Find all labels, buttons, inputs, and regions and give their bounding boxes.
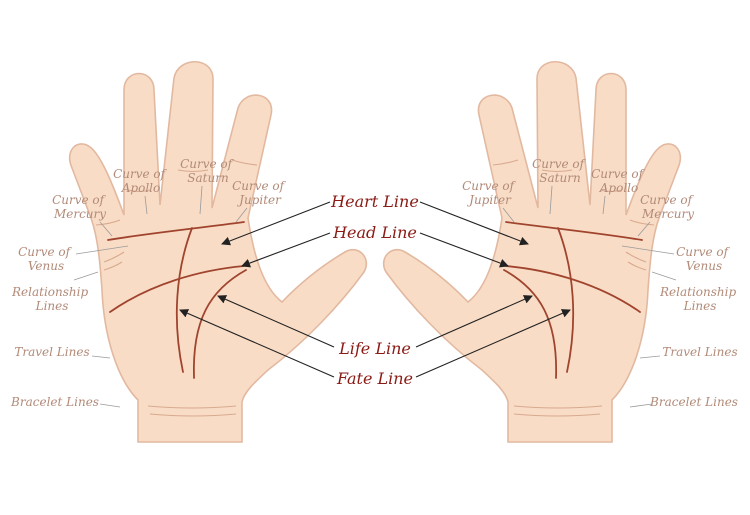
left-palm-lines xyxy=(107,221,247,379)
heart-line-arrow-left xyxy=(221,201,331,246)
left-relationship-lines-label: Relationship Lines xyxy=(11,285,92,313)
right-life-line xyxy=(503,269,557,379)
main-labels: Heart Line Head Line Life Line Fate Line xyxy=(330,192,419,388)
head-line-label: Head Line xyxy=(332,223,417,242)
left-bracelet-lines-label: Bracelet Lines xyxy=(10,395,99,409)
left-heart-line xyxy=(107,221,245,241)
life-line-arrow-left xyxy=(217,295,335,348)
left-finger-creases xyxy=(95,159,258,417)
pointer-arrows xyxy=(179,201,571,378)
left-hand-outline xyxy=(68,60,368,443)
head-line-arrow-left xyxy=(241,232,331,268)
right-minor-labels: Curve of Jupiter Curve of Saturn Curve o… xyxy=(462,157,740,409)
left-hand xyxy=(68,60,368,443)
right-heart-line xyxy=(505,221,643,241)
right-hand xyxy=(382,60,682,443)
right-curve-venus-label: Curve of Venus xyxy=(676,245,732,273)
right-head-line xyxy=(505,265,641,313)
heart-line-label: Heart Line xyxy=(330,192,419,211)
right-finger-creases xyxy=(492,159,655,417)
right-fate-line xyxy=(557,227,575,373)
left-curve-venus-label: Curve of Venus xyxy=(18,245,74,273)
fate-line-label: Fate Line xyxy=(336,369,413,388)
fate-line-arrow-left xyxy=(179,309,335,378)
right-curve-apollo-label: Curve of Apollo xyxy=(591,167,647,195)
fate-line-arrow-right xyxy=(415,309,571,378)
right-curve-saturn-label: Curve of Saturn xyxy=(532,157,588,185)
left-curve-saturn-label: Curve of Saturn xyxy=(180,157,236,185)
right-hand-outline xyxy=(382,60,682,443)
left-minor-labels: Curve of Mercury Curve of Apollo Curve o… xyxy=(10,157,288,409)
left-curve-jupiter-label: Curve of Jupiter xyxy=(232,179,288,207)
head-line-arrow-right xyxy=(419,232,509,268)
life-line-arrow-right xyxy=(415,295,533,348)
life-line-label: Life Line xyxy=(338,339,411,358)
left-fate-line xyxy=(175,227,193,373)
left-head-line xyxy=(109,265,245,313)
left-curve-mercury-label: Curve of Mercury xyxy=(52,193,108,221)
right-travel-lines-label: Travel Lines xyxy=(662,345,737,359)
right-curve-mercury-label: Curve of Mercury xyxy=(640,193,696,221)
heart-line-arrow-right xyxy=(419,201,529,246)
left-life-line xyxy=(193,269,247,379)
left-travel-lines-label: Travel Lines xyxy=(14,345,89,359)
right-bracelet-lines-label: Bracelet Lines xyxy=(649,395,738,409)
left-curve-apollo-label: Curve of Apollo xyxy=(113,167,169,195)
right-palm-lines xyxy=(503,221,643,379)
right-relationship-lines-label: Relationship Lines xyxy=(659,285,740,313)
right-curve-jupiter-label: Curve of Jupiter xyxy=(462,179,518,207)
